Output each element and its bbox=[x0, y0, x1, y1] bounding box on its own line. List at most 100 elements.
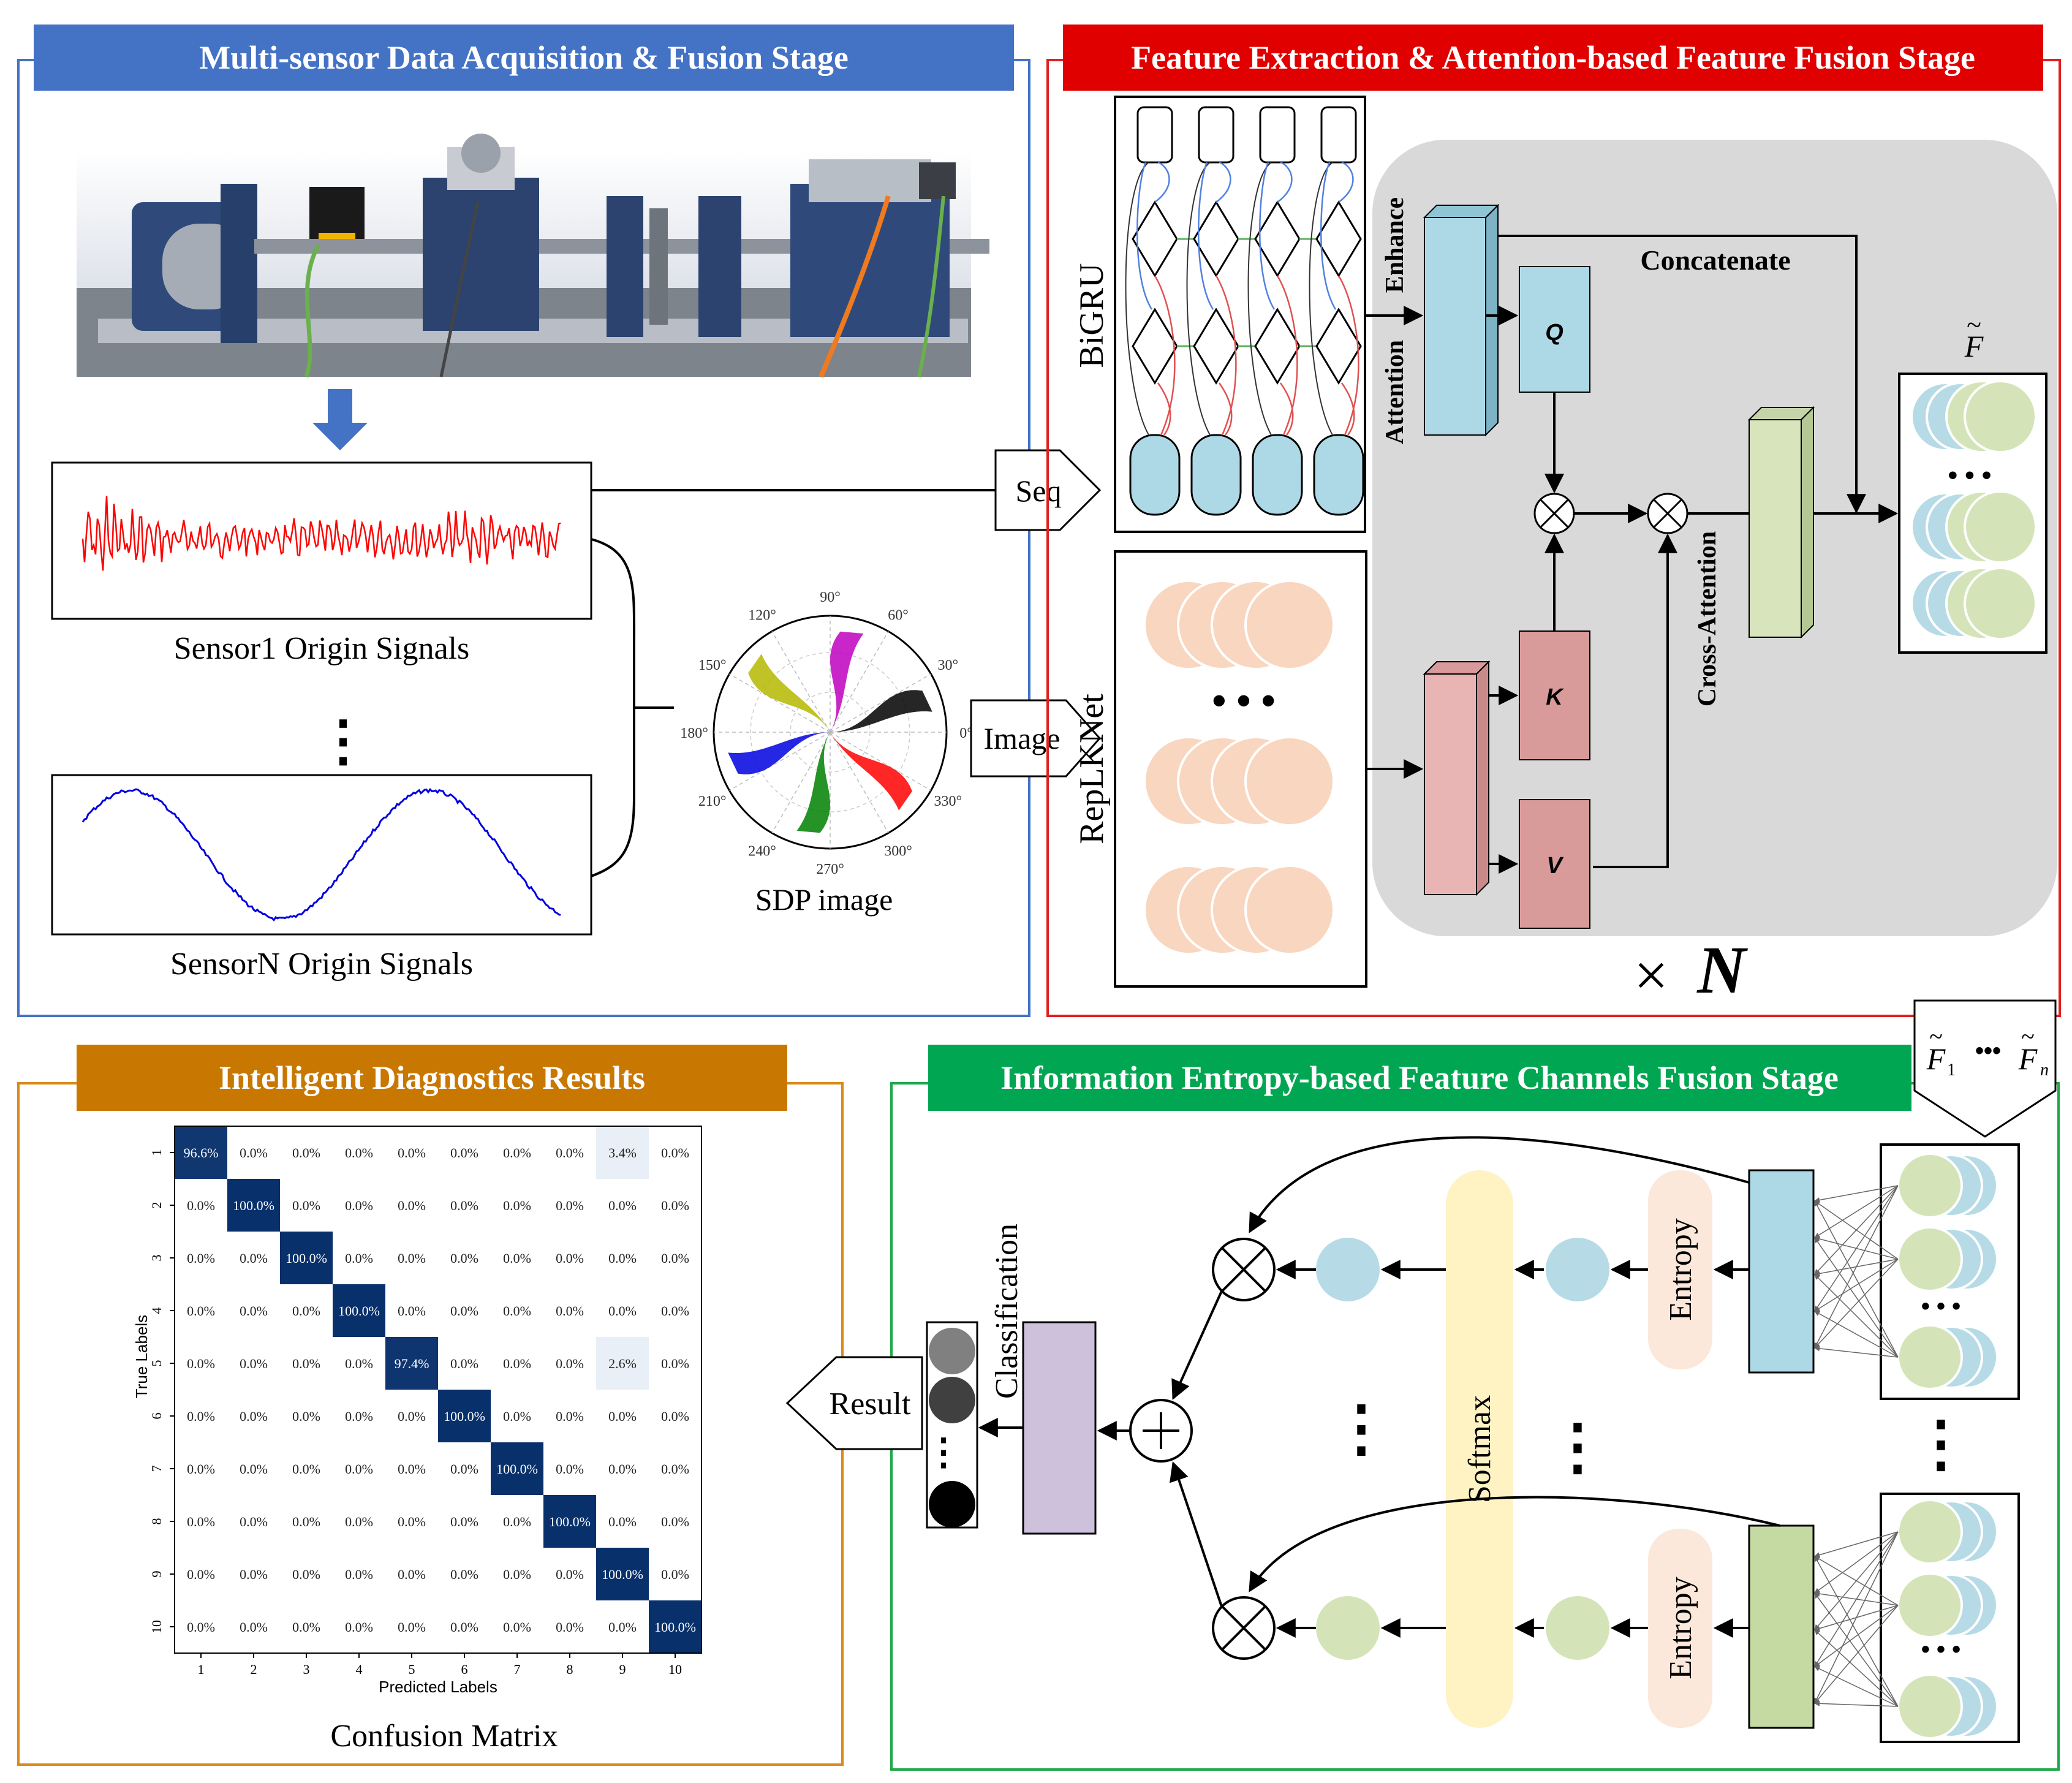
confusion-cell bbox=[596, 1548, 649, 1600]
replknet-feature-stacks bbox=[1143, 580, 1335, 955]
confusion-cell-label: 0.0% bbox=[608, 1409, 637, 1424]
bigru-backward-unit bbox=[1193, 308, 1239, 385]
confusion-cell bbox=[649, 1548, 701, 1600]
confusion-cell-label: 0.0% bbox=[398, 1567, 426, 1582]
confusion-cell-label: 100.0% bbox=[602, 1567, 643, 1582]
vdots-left: ⋮ bbox=[1331, 1395, 1392, 1463]
x-tick-label: 9 bbox=[619, 1662, 626, 1677]
results-panel-header bbox=[77, 1045, 787, 1111]
channel-stack-bottom-dots: • • • bbox=[1921, 1636, 1960, 1663]
sdp-angle-tick: 180° bbox=[680, 725, 708, 741]
confusion-cell-label: 0.0% bbox=[187, 1356, 215, 1371]
vdots-middle: ⋮ bbox=[1547, 1413, 1608, 1481]
sensorN-label: SensorN Origin Signals bbox=[170, 947, 473, 982]
bigru-output-cell bbox=[1320, 106, 1357, 164]
confusion-cell bbox=[438, 1600, 491, 1653]
sdp-angle-tick: 330° bbox=[934, 793, 962, 809]
confusion-cell bbox=[438, 1442, 491, 1495]
confusion-cell bbox=[438, 1337, 491, 1390]
confusion-cell-label: 0.0% bbox=[608, 1514, 637, 1529]
confusion-cell-label: 0.0% bbox=[292, 1145, 320, 1160]
confusion-cell-label: 0.0% bbox=[503, 1251, 531, 1266]
confusion-cell bbox=[649, 1284, 701, 1337]
channel-input-fn: F bbox=[2018, 1042, 2038, 1076]
channel-inputs-arrow-shape bbox=[1913, 999, 2057, 1138]
confusion-cell bbox=[543, 1232, 596, 1284]
confusion-cell bbox=[175, 1390, 227, 1442]
confusion-cell bbox=[543, 1284, 596, 1337]
confusion-cell-label: 0.0% bbox=[398, 1198, 426, 1213]
sdp-petal bbox=[830, 631, 864, 732]
confusion-cell bbox=[491, 1179, 543, 1232]
confusion-cell bbox=[438, 1284, 491, 1337]
confusion-cell-label: 0.0% bbox=[240, 1514, 268, 1529]
confusion-cell bbox=[385, 1232, 438, 1284]
sum-node bbox=[1129, 1399, 1193, 1463]
confusion-cell-label: 0.0% bbox=[556, 1619, 584, 1635]
confusion-cell bbox=[175, 1600, 227, 1653]
confusion-cell bbox=[543, 1337, 596, 1390]
confusion-cell-label: 0.0% bbox=[608, 1303, 637, 1319]
feature-panel-title: Feature Extraction & Attention-based Fea… bbox=[1131, 39, 1975, 76]
confusion-cell-label: 0.0% bbox=[608, 1461, 637, 1477]
channel-input-f1-sub: 1 bbox=[1947, 1061, 1956, 1080]
channel-projection-top bbox=[1748, 1169, 1815, 1374]
confusion-cell bbox=[543, 1390, 596, 1442]
confusion-cell-label: 0.0% bbox=[292, 1198, 320, 1213]
confusion-cell bbox=[543, 1126, 596, 1179]
confusion-cell bbox=[491, 1495, 543, 1548]
sdp-petal bbox=[728, 732, 830, 774]
confusion-cell bbox=[227, 1179, 280, 1232]
replknet-feature-stack bbox=[1143, 736, 1335, 827]
confusion-cell bbox=[227, 1390, 280, 1442]
confusion-cell-label: 0.0% bbox=[240, 1145, 268, 1160]
channel-input-f1: F bbox=[1926, 1042, 1946, 1076]
confusion-cell-label: 0.0% bbox=[503, 1145, 531, 1160]
channel-multiply-bottom bbox=[1212, 1596, 1276, 1660]
confusion-cell bbox=[596, 1232, 649, 1284]
sdp-petal bbox=[748, 654, 830, 732]
confusion-matrix-xlabel: Predicted Labels bbox=[379, 1678, 497, 1696]
acquisition-panel: Multi-sensor Data Acquisition & Fusion S… bbox=[17, 25, 1102, 1017]
confusion-cell-label: 100.0% bbox=[233, 1198, 274, 1213]
output-class-node-n bbox=[929, 1481, 975, 1527]
confusion-cell-label: 0.0% bbox=[450, 1356, 478, 1371]
confusion-cell bbox=[175, 1284, 227, 1337]
confusion-cell bbox=[543, 1548, 596, 1600]
confusion-cell-label: 0.0% bbox=[345, 1356, 373, 1371]
entropy-panel-title: Information Entropy-based Feature Channe… bbox=[1000, 1059, 1839, 1096]
result-label: Result bbox=[830, 1387, 911, 1421]
test-rig-photo bbox=[77, 134, 989, 378]
confusion-cell bbox=[438, 1548, 491, 1600]
channel-feature-stack bbox=[1897, 1324, 1998, 1390]
k-block bbox=[1519, 630, 1590, 760]
channel-stack-top-dots: • • • bbox=[1921, 1293, 1960, 1320]
enhance-attention-bar bbox=[1423, 203, 1500, 437]
confusion-cell bbox=[227, 1337, 280, 1390]
confusion-cell bbox=[227, 1548, 280, 1600]
sensor1-label: Sensor1 Origin Signals bbox=[174, 631, 469, 666]
confusion-cell bbox=[175, 1232, 227, 1284]
confusion-cell bbox=[227, 1495, 280, 1548]
f-tilde-accent: ~ bbox=[1967, 310, 1981, 340]
sdp-petal bbox=[830, 690, 932, 732]
channel-feature-stack bbox=[1897, 1572, 1998, 1638]
confusion-cell-label: 0.0% bbox=[503, 1356, 531, 1371]
weight-node-bottom bbox=[1316, 1596, 1380, 1660]
sdp-angle-tick: 270° bbox=[816, 861, 844, 877]
replknet-label: RepLKNet bbox=[1073, 694, 1111, 844]
confusion-cell-label: 0.0% bbox=[661, 1409, 689, 1424]
bigru-label: BiGRU bbox=[1073, 263, 1111, 368]
confusion-cell bbox=[280, 1179, 333, 1232]
confusion-cell bbox=[438, 1179, 491, 1232]
confusion-cell bbox=[596, 1337, 649, 1390]
confusion-cell-label: 0.0% bbox=[661, 1356, 689, 1371]
x-tick-label: 6 bbox=[461, 1662, 468, 1677]
confusion-cell bbox=[438, 1495, 491, 1548]
confusion-cell-label: 0.0% bbox=[398, 1514, 426, 1529]
confusion-cell-label: 100.0% bbox=[549, 1514, 591, 1529]
confusion-cell bbox=[280, 1600, 333, 1653]
confusion-cell-label: 0.0% bbox=[345, 1409, 373, 1424]
confusion-cell-label: 0.0% bbox=[187, 1567, 215, 1582]
confusion-cell bbox=[333, 1179, 385, 1232]
